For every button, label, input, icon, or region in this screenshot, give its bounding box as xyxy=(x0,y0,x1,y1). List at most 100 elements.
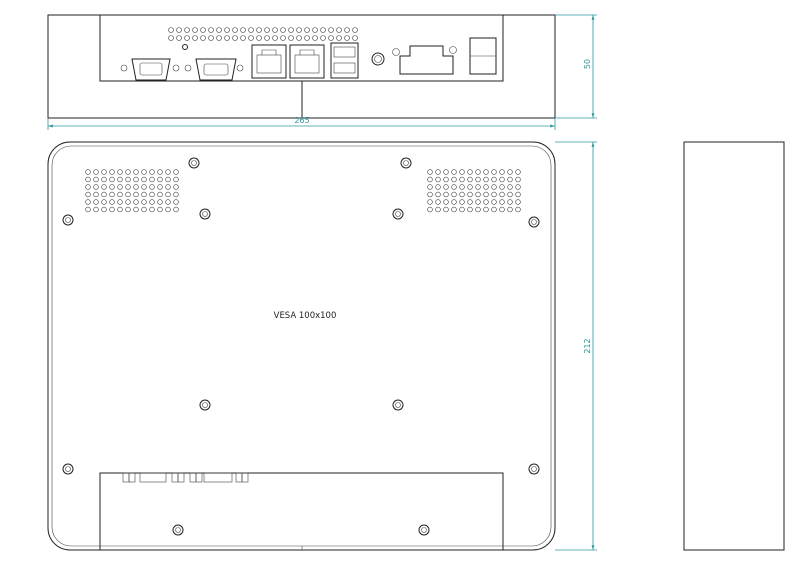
vent-hole xyxy=(109,169,115,175)
vent-hole xyxy=(149,176,155,183)
vent-hole xyxy=(451,206,457,213)
vent-hole xyxy=(483,184,489,190)
vent-hole xyxy=(459,176,465,183)
vent-hole xyxy=(93,199,99,205)
vent-hole xyxy=(515,184,521,190)
vent-grille-left xyxy=(85,169,179,213)
vent-hole xyxy=(176,27,182,33)
vent-hole xyxy=(232,27,238,33)
vent-hole xyxy=(109,199,115,205)
vent-hole xyxy=(101,199,107,205)
dimension-height-top-label: 50 xyxy=(583,59,592,69)
vent-hole xyxy=(149,191,155,198)
vent-hole xyxy=(435,191,441,198)
vent-hole xyxy=(168,35,174,41)
vent-hole xyxy=(515,191,521,198)
vent-hole xyxy=(459,184,465,190)
vent-hole xyxy=(184,35,190,41)
vent-hole xyxy=(451,191,457,198)
side-view xyxy=(683,141,785,551)
screw-icon xyxy=(199,399,211,411)
vent-hole xyxy=(451,169,457,175)
vent-hole xyxy=(435,184,441,190)
vent-hole xyxy=(133,176,139,183)
vent-hole xyxy=(117,169,123,175)
screw-icon xyxy=(172,524,184,536)
vent-hole xyxy=(157,191,163,198)
vent-hole xyxy=(173,206,179,213)
vent-hole xyxy=(499,169,505,175)
vent-hole xyxy=(141,191,147,198)
vent-hole xyxy=(165,169,171,175)
vent-hole xyxy=(312,27,318,33)
vent-hole xyxy=(427,199,433,205)
vent-hole xyxy=(483,191,489,198)
vent-hole xyxy=(264,27,270,33)
screw-icon-inner xyxy=(175,527,181,533)
vent-hole xyxy=(435,169,441,175)
vent-hole xyxy=(435,199,441,205)
vent-hole xyxy=(224,35,230,41)
vent-hole xyxy=(515,206,521,213)
vent-hole xyxy=(173,184,179,190)
dimension-width: 265 xyxy=(47,116,556,130)
vent-hole xyxy=(499,184,505,190)
vent-hole xyxy=(157,176,163,183)
vent-hole xyxy=(157,169,163,175)
vent-hole xyxy=(117,176,123,183)
screw-icon-inner xyxy=(65,217,71,223)
vent-hole xyxy=(192,35,198,41)
vent-hole xyxy=(475,184,481,190)
vent-hole xyxy=(427,191,433,198)
vent-hole xyxy=(109,176,115,183)
screw-icon xyxy=(528,216,540,228)
vent-hole xyxy=(141,169,147,175)
vent-hole xyxy=(232,35,238,41)
screw-icon-inner xyxy=(531,219,537,225)
vent-hole xyxy=(173,176,179,183)
vent-hole xyxy=(93,169,99,175)
usb-ports-icon xyxy=(330,42,359,79)
vent-hole xyxy=(149,206,155,213)
screw-icon xyxy=(418,524,430,536)
screws xyxy=(62,157,540,536)
dimension-height-back: 212 xyxy=(555,141,597,551)
vent-hole xyxy=(133,184,139,190)
screw-icon xyxy=(392,208,404,220)
screw-icon-inner xyxy=(531,466,537,472)
back-view: VESA 100x100 xyxy=(47,141,556,551)
vent-hole xyxy=(109,184,115,190)
vent-hole xyxy=(459,169,465,175)
vent-hole xyxy=(200,35,206,41)
vent-hole xyxy=(165,176,171,183)
vent-hole xyxy=(475,176,481,183)
io-cover xyxy=(99,472,504,551)
vent-hole xyxy=(435,176,441,183)
screw-icon xyxy=(392,399,404,411)
screw-icon xyxy=(400,157,412,169)
vent-hole xyxy=(344,27,350,33)
vent-hole xyxy=(427,206,433,213)
vent-hole xyxy=(352,35,358,41)
vent-hole xyxy=(216,27,222,33)
screw-icon xyxy=(62,214,74,226)
vent-hole xyxy=(165,191,171,198)
vent-hole xyxy=(288,27,294,33)
vent-hole xyxy=(491,206,497,213)
vent-hole xyxy=(499,206,505,213)
vent-hole xyxy=(240,35,246,41)
vent-hole xyxy=(296,35,302,41)
vent-hole xyxy=(101,191,107,198)
vent-hole xyxy=(125,176,131,183)
vent-hole xyxy=(85,184,91,190)
vent-hole xyxy=(443,176,449,183)
vent-hole xyxy=(184,27,190,33)
vent-hole xyxy=(125,191,131,198)
vent-hole xyxy=(125,169,131,175)
vent-hole xyxy=(499,191,505,198)
screw-icon xyxy=(199,208,211,220)
vent-hole xyxy=(467,176,473,183)
vent-hole xyxy=(491,191,497,198)
vent-hole xyxy=(125,206,131,213)
vga-port-icon xyxy=(120,58,180,81)
